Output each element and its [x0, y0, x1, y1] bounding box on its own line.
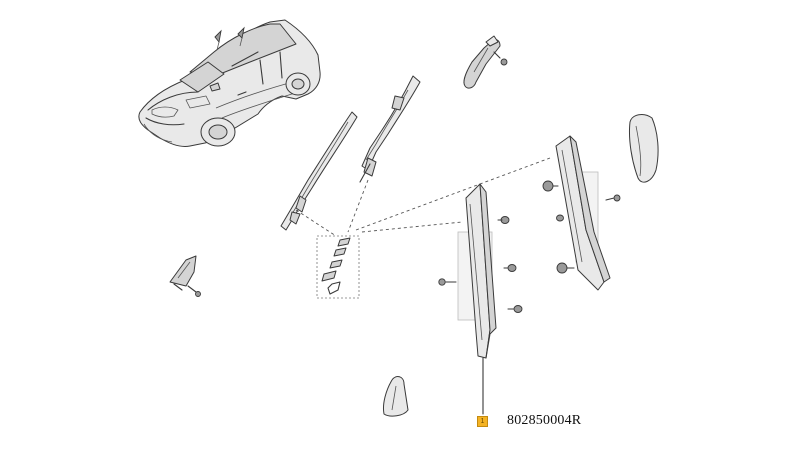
- part-callout-marker[interactable]: 1: [477, 416, 488, 427]
- mirror-corner-trim: [169, 255, 201, 297]
- door-frame-strip-middle: [359, 75, 421, 183]
- car-illustration: [138, 19, 321, 147]
- triangle-trim: [383, 376, 409, 417]
- pillar-trim-main: [438, 183, 523, 415]
- pillar-end-cover: [629, 114, 659, 183]
- upper-corner-trim: [463, 35, 508, 89]
- door-frame-strip-left: [280, 111, 358, 231]
- pillar-trim-right: [542, 135, 621, 291]
- leader-lines: [295, 157, 551, 237]
- part-number-label[interactable]: 802850004R: [507, 413, 582, 428]
- clip-set-box: [316, 235, 360, 299]
